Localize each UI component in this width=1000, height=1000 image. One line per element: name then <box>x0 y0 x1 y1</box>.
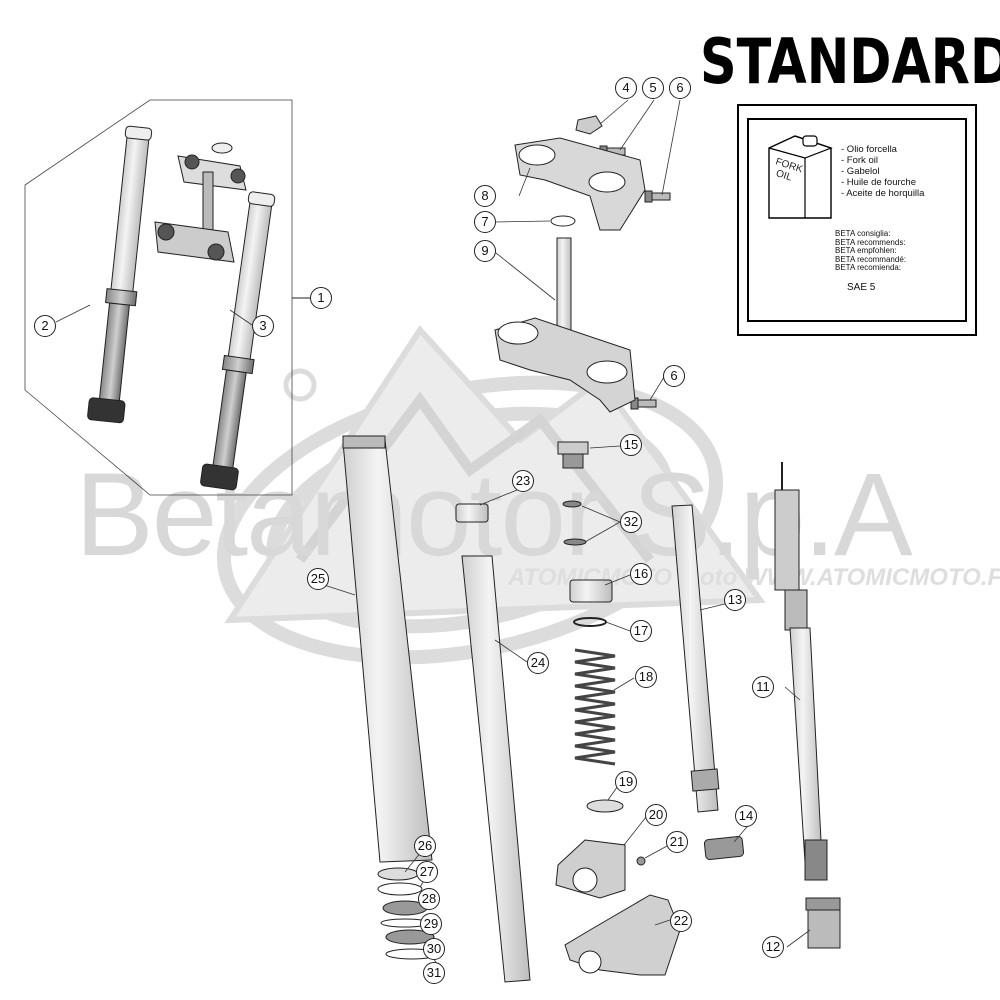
callout-8: 8 <box>474 185 496 207</box>
callout-15: 15 <box>620 434 642 456</box>
callout-24: 24 <box>527 652 549 674</box>
callout-29: 29 <box>420 913 442 935</box>
oil-name: - Aceite de horquilla <box>841 188 925 199</box>
oil-recommends: BETA recommends: <box>835 237 906 247</box>
spring-clip <box>563 538 587 546</box>
callout-27: 27 <box>416 861 438 883</box>
callout-14: 14 <box>735 805 757 827</box>
callout-22: 22 <box>670 910 692 932</box>
oil-name: - Gabelol <box>841 166 880 177</box>
callout-20: 20 <box>645 804 667 826</box>
o-ring <box>550 215 576 227</box>
callout-19: 19 <box>615 771 637 793</box>
damper-tube <box>671 504 719 813</box>
spring-clip <box>562 500 582 508</box>
damper-cartridge <box>774 462 828 881</box>
callout-4: 4 <box>615 77 637 99</box>
callout-3: 3 <box>252 315 274 337</box>
callout-21: 21 <box>666 831 688 853</box>
bleed-screw <box>636 856 646 866</box>
fork-leg-right <box>200 191 276 491</box>
steering-nut <box>575 115 603 135</box>
callout-30: 30 <box>423 938 445 960</box>
clamp-bolt <box>644 190 671 203</box>
assembly-frame <box>24 99 293 496</box>
oil-can-icon: FORKOIL <box>768 135 833 219</box>
callout-16: 16 <box>630 563 652 585</box>
dust-seal <box>377 867 419 881</box>
oil-recommends: BETA consiglia: <box>835 229 891 238</box>
fork-oil-box: FORKOIL - Olio forcella - Fork oil - Gab… <box>737 104 977 336</box>
callout-25: 25 <box>307 568 329 590</box>
callout-12: 12 <box>762 936 784 958</box>
callout-23: 23 <box>512 470 534 492</box>
callout-7: 7 <box>474 211 496 233</box>
callout-13: 13 <box>724 589 746 611</box>
callout-26: 26 <box>414 835 436 857</box>
callout-6: 6 <box>663 365 685 387</box>
callout-6: 6 <box>669 77 691 99</box>
oil-recommends-list: BETA consiglia: BETA recommends: BETA em… <box>835 229 906 273</box>
callout-31: 31 <box>423 962 445 984</box>
callout-32: 32 <box>620 511 642 533</box>
callout-11: 11 <box>752 676 774 698</box>
callout-17: 17 <box>630 620 652 642</box>
oil-recommends: BETA recomienda: <box>835 263 902 273</box>
slide-bushing <box>586 799 624 813</box>
callout-2: 2 <box>34 315 56 337</box>
outer-tube <box>342 439 433 863</box>
seal-clip <box>377 882 423 896</box>
oil-name: - Huile de fourche <box>841 177 916 188</box>
callout-28: 28 <box>418 888 440 910</box>
oil-recommends: BETA empfohlen: <box>835 246 897 256</box>
damper-nut <box>703 835 745 861</box>
callout-1: 1 <box>310 287 332 309</box>
fork-oil-box-inner: FORKOIL - Olio forcella - Fork oil - Gab… <box>747 118 967 322</box>
fork-leg-left <box>87 125 153 424</box>
callout-18: 18 <box>635 666 657 688</box>
callout-5: 5 <box>642 77 664 99</box>
spring-washer <box>573 617 607 627</box>
fork-cap <box>557 441 589 469</box>
oil-name: - Olio forcella <box>841 144 897 155</box>
callout-9: 9 <box>474 240 496 262</box>
triple-clamp-assembly <box>154 142 247 263</box>
guide-bushing <box>455 503 489 523</box>
fork-spring <box>574 648 616 766</box>
spring-spacer <box>569 579 613 603</box>
oil-name-list: - Olio forcella - Fork oil - Gabelol - H… <box>841 144 924 199</box>
inner-tube <box>461 555 531 983</box>
base-valve <box>805 897 841 949</box>
slide-bushing-lower <box>385 929 435 945</box>
oil-recommends: BETA recommandé: <box>835 254 906 264</box>
oil-name: - Fork oil <box>841 155 878 166</box>
oil-grade: SAE 5 <box>847 282 876 293</box>
